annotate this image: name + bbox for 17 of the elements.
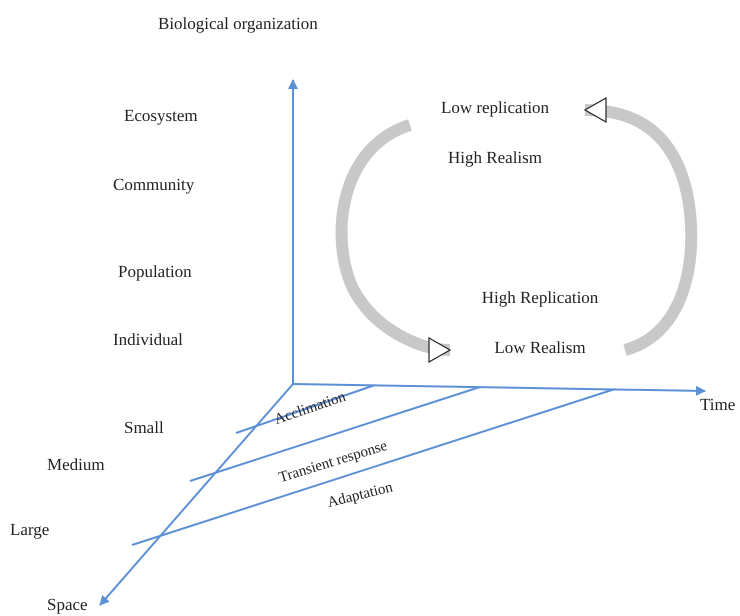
axis-label: Biological organization [158, 14, 318, 34]
annotation-text: Low Realism [494, 338, 586, 358]
scale-label: Ecosystem [124, 106, 198, 126]
annotation-text: High Realism [448, 148, 542, 168]
curved-arrow [336, 120, 451, 362]
scale-label: Community [113, 175, 194, 195]
scale-label: Adaptation [326, 479, 395, 512]
curved-arrow [584, 98, 698, 356]
annotation-text: High Replication [482, 288, 598, 308]
scale-label: Small [124, 418, 164, 438]
scale-label: Medium [47, 455, 105, 475]
scale-label: Individual [113, 330, 183, 350]
annotation-text: Low replication [440, 98, 550, 118]
axis-label: Space [47, 595, 88, 615]
scale-label: Population [118, 262, 192, 282]
scale-label: Large [10, 520, 50, 540]
axis-label: Time [700, 395, 736, 415]
